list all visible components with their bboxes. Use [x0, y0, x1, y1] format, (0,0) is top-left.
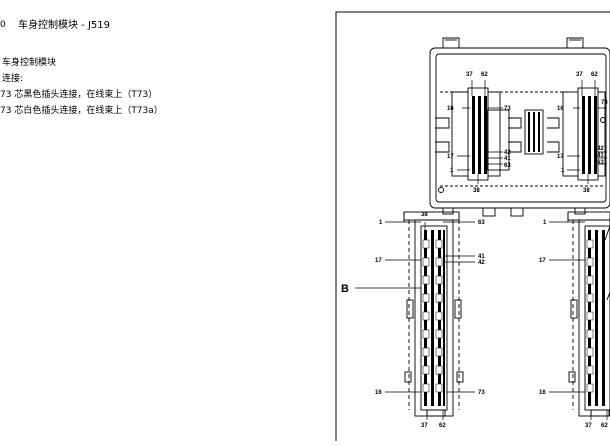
pin-label: 41: [478, 254, 485, 260]
pin-label: 16: [375, 390, 382, 396]
body-line-1: 车身控制模块: [2, 58, 57, 68]
heading-number: 0: [0, 20, 6, 30]
connector-diagram: 37 62 73 16 42 41 63 17 1 38 37 62 73 16…: [335, 0, 610, 445]
pin-label: 17: [375, 258, 382, 264]
connector-t73a-leaders: [549, 221, 608, 420]
pin-label: 42: [504, 150, 511, 156]
pin-label: 37: [576, 72, 583, 78]
pin-label: 38: [473, 188, 480, 194]
pin-label: 63: [478, 220, 485, 226]
pin-label: 16: [447, 106, 454, 112]
pin-label: 16: [539, 390, 546, 396]
connector-t73-labels: 38 1 63 41 42 17 16 73 37 62: [375, 212, 485, 429]
diagram-frame: [335, 11, 610, 441]
pin-label: 62: [481, 72, 488, 78]
pin-label: 37: [585, 423, 592, 429]
connector-t73: [403, 211, 464, 417]
module-leaders: [457, 80, 607, 184]
body-line-2: 连接:: [2, 74, 24, 84]
pin-label: 1: [450, 168, 454, 174]
pin-label: 1: [561, 168, 565, 174]
pin-label: 1: [543, 220, 547, 226]
pin-label: 42: [478, 260, 485, 266]
pin-label: 17: [539, 258, 546, 264]
pin-label: 63: [597, 160, 604, 166]
body-line-3: 73 芯黑色插头连接，在线束上（T73）: [0, 90, 158, 100]
page-title: 车身控制模块 - J519: [18, 20, 111, 31]
connector-t73-pin-windows: [422, 239, 443, 393]
pin-label: 17: [557, 154, 564, 160]
pin-label: 41: [597, 153, 604, 159]
pin-label: 37: [466, 72, 473, 78]
pin-label: 73: [601, 100, 608, 106]
pin-label: 16: [557, 106, 564, 112]
pin-label: 17: [447, 154, 454, 160]
pin-label: 41: [504, 156, 511, 162]
callout-b: B: [341, 283, 349, 295]
diagram-svg: 37 62 73 16 42 41 63 17 1 38 37 62 73 16…: [335, 11, 610, 441]
module-pin-labels: 37 62 73 16 42 41 63 17 1 38 37 62 73 16…: [447, 72, 608, 194]
pin-label: 37: [421, 423, 428, 429]
module-pin-rows: [472, 96, 597, 174]
pin-label: 73: [478, 390, 485, 396]
pin-label: 1: [379, 220, 383, 226]
pin-label: 62: [591, 72, 598, 78]
pin-label: 62: [439, 423, 446, 429]
pin-label: 42: [597, 146, 604, 152]
pin-label: 38: [583, 188, 590, 194]
pin-label: 38: [421, 212, 428, 218]
connector-t73a-pin-windows: [586, 239, 594, 393]
pin-label: 73: [504, 106, 511, 112]
connector-t73a-labels: 1 17 16 37 62: [539, 220, 608, 429]
pin-label: 62: [601, 423, 608, 429]
body-line-4: 73 芯白色插头连接，在线束上（T73a）: [0, 106, 163, 116]
pin-label: 63: [504, 163, 511, 169]
connector-t73-leaders: [355, 221, 475, 420]
